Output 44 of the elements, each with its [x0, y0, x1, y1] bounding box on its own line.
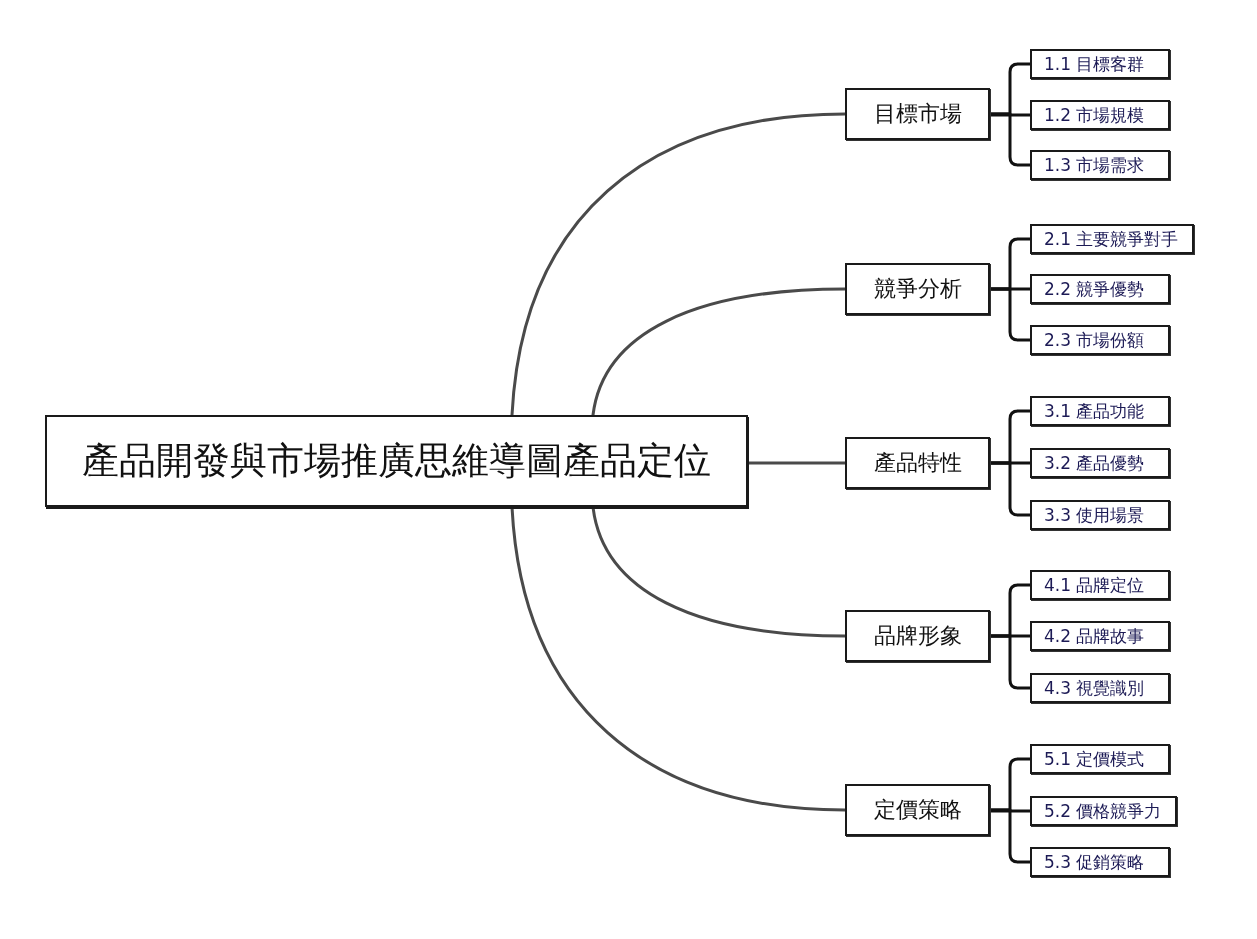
topic-text: 產品特性 [873, 449, 962, 477]
subtopic-box [1030, 570, 1170, 600]
subtopic-box [1030, 847, 1170, 877]
subtopic-text: 3.2 產品優勢 [1044, 451, 1145, 475]
subtopic-box [1030, 396, 1170, 426]
subtopic-box [1030, 224, 1195, 254]
subtopic-text: 4.3 視覺識別 [1044, 676, 1145, 700]
topic-box [845, 437, 990, 489]
subtopic-box [1030, 100, 1170, 130]
connector-line [591, 287, 847, 417]
subtopic-text: 1.2 市場規模 [1044, 103, 1145, 127]
subtopic-box [1030, 500, 1170, 530]
connector-line [510, 112, 847, 417]
topic-text: 品牌形象 [873, 622, 962, 650]
subtopic-text: 4.2 品牌故事 [1044, 624, 1145, 648]
subtopic-text: 5.1 定價模式 [1044, 747, 1145, 771]
subtopic-text: 4.1 品牌定位 [1044, 573, 1145, 597]
subtopic-text: 2.2 競爭優勢 [1044, 277, 1145, 301]
topic-text: 目標市場 [873, 100, 962, 128]
subtopic-box [1030, 796, 1178, 826]
subtopic-text: 5.3 促銷策略 [1044, 850, 1145, 874]
subtopic-text: 2.3 市場份額 [1044, 328, 1145, 352]
subtopic-box [1030, 744, 1170, 774]
subtopic-text: 5.2 價格競爭力 [1044, 799, 1162, 823]
subtopic-box [1030, 150, 1170, 180]
subtopic-box [1030, 274, 1170, 304]
subtopic-box [1030, 448, 1170, 478]
subtopic-box [1030, 49, 1170, 79]
subtopic-text: 1.1 目標客群 [1044, 52, 1145, 76]
subtopic-text: 2.1 主要競爭對手 [1044, 227, 1179, 251]
subtopic-text: 1.3 市場需求 [1044, 153, 1145, 177]
subtopic-box [1030, 673, 1170, 703]
topic-box [845, 88, 990, 140]
subtopic-text: 3.3 使用場景 [1044, 503, 1145, 527]
subtopic-box [1030, 621, 1170, 651]
subtopic-text: 3.1 產品功能 [1044, 399, 1145, 423]
topic-text: 定價策略 [873, 796, 962, 824]
topic-text: 競爭分析 [873, 275, 962, 303]
topic-box [845, 610, 990, 662]
root-topic-text: 產品開發與市場推廣思維導圖產品定位 [82, 438, 711, 484]
subtopic-box [1030, 325, 1170, 355]
topic-box [845, 263, 990, 315]
topic-box [845, 784, 990, 836]
root-topic-box [45, 415, 748, 507]
